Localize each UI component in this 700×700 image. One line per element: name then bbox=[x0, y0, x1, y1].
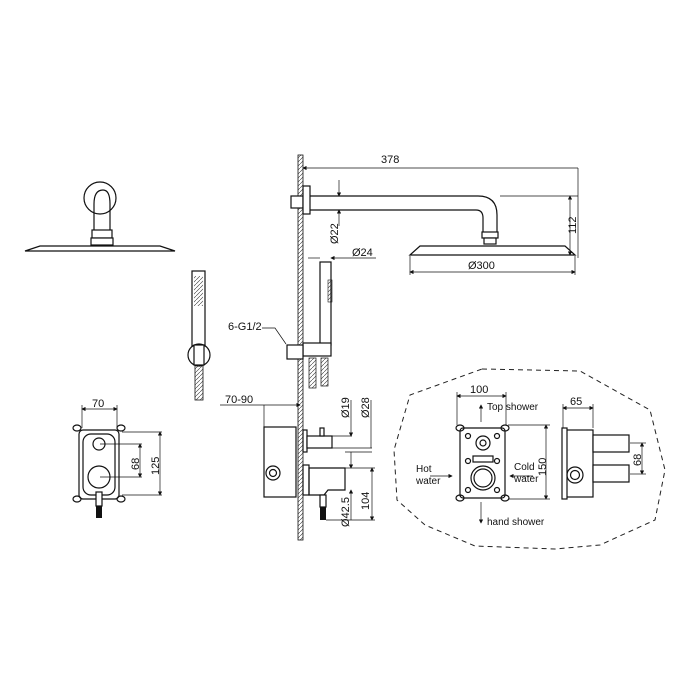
dim-arm-diameter: Ø22 bbox=[329, 223, 341, 244]
label-hot-water: Hot bbox=[416, 464, 432, 475]
dim-handle-diameter: Ø42.5 bbox=[340, 497, 352, 527]
label-cold-water-2: water bbox=[513, 474, 539, 485]
dim-valve-spacing: 68 bbox=[632, 454, 644, 466]
dimension-112: 112 bbox=[500, 195, 579, 256]
valve-detail-front: 100 150 Top shower hand shower Hot water… bbox=[415, 384, 550, 528]
dimension-head-diameter: Ø300 bbox=[409, 256, 576, 275]
dim-box-height: 125 bbox=[150, 457, 162, 475]
hand-shower bbox=[187, 270, 211, 401]
dim-box-width: 70 bbox=[92, 398, 104, 410]
label-cold-water: Cold bbox=[514, 462, 535, 473]
dim-valve-depth: 65 bbox=[570, 396, 582, 408]
dim-box-spacing: 68 bbox=[130, 458, 142, 470]
dim-arm-drop: 112 bbox=[567, 216, 579, 234]
label-hand-shower: hand shower bbox=[487, 517, 545, 528]
dim-valve-width: 100 bbox=[470, 384, 488, 396]
dim-thread: 6-G1/2 bbox=[228, 321, 262, 333]
dim-arm-length: 378 bbox=[381, 154, 399, 166]
dim-escutcheon-diameter: Ø28 bbox=[360, 397, 372, 418]
dim-holder-diameter: Ø24 bbox=[352, 247, 373, 259]
rain-shower-side-view bbox=[24, 181, 176, 252]
detail-callout-outline bbox=[393, 368, 666, 550]
label-top-shower: Top shower bbox=[487, 402, 539, 413]
hand-shower-holder: Ø24 6-G1/2 bbox=[228, 247, 376, 389]
valve-detail-side: 65 68 bbox=[561, 396, 646, 500]
label-hot-water-2: water bbox=[415, 476, 441, 487]
dim-handle-length: 104 bbox=[360, 492, 372, 510]
dim-wall-depth: 70-90 bbox=[225, 394, 253, 406]
shower-arm bbox=[290, 185, 577, 256]
dim-head-diameter: Ø300 bbox=[468, 260, 495, 272]
valve-box-front: 70 68 125 bbox=[72, 398, 163, 518]
valve-side-view: 70-90 Ø19 Ø28 Ø42.5 104 bbox=[220, 394, 375, 527]
dim-outlet-diameter: Ø19 bbox=[340, 397, 352, 418]
dim-valve-height: 150 bbox=[537, 458, 549, 476]
dimension-378: 378 bbox=[302, 154, 579, 258]
dimension-arm-diameter: Ø22 bbox=[329, 180, 342, 244]
